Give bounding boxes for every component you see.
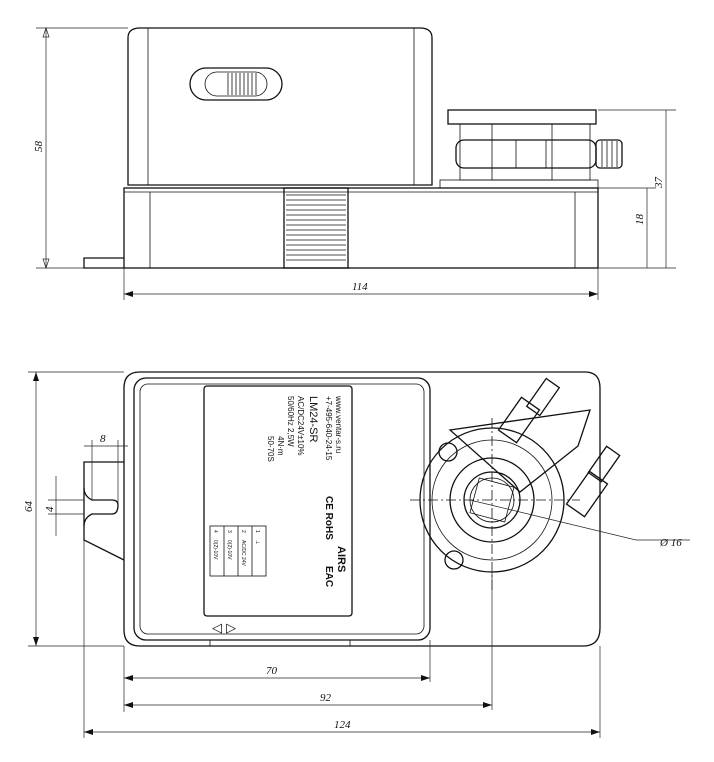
bolt-upper xyxy=(497,377,561,444)
wire-sig-3: 0(2)-10V xyxy=(226,540,232,560)
dim-70: 70 xyxy=(266,665,278,677)
label-cert: CE RoHS xyxy=(323,496,334,540)
dim-18: 18 xyxy=(634,214,646,226)
top-view-dimensions xyxy=(28,371,601,738)
dim-diameter-16: Ø 16 xyxy=(659,537,682,549)
gear xyxy=(283,187,349,269)
hole-lower xyxy=(444,550,464,570)
label-brand: AIRS xyxy=(335,546,347,572)
label-time: 50-70S xyxy=(266,436,275,462)
housing-base xyxy=(123,187,599,269)
wire-sig-2: AC/DC 24V xyxy=(240,540,246,567)
clamp-bolt xyxy=(455,139,597,169)
dim-114: 114 xyxy=(352,281,368,293)
manual-release-switch xyxy=(189,67,283,101)
slot xyxy=(83,487,119,527)
dim-92: 92 xyxy=(320,692,332,704)
dim-8: 8 xyxy=(100,433,106,445)
label-model: LM24-SR xyxy=(307,396,319,443)
dim-37: 37 xyxy=(653,177,665,190)
housing-top xyxy=(127,27,433,186)
dim-124: 124 xyxy=(334,719,351,731)
dim-64: 64 xyxy=(23,501,35,513)
label-eac: EAC xyxy=(323,566,334,587)
motor-cover xyxy=(133,377,431,641)
hole-upper xyxy=(438,442,458,462)
bolt-lower xyxy=(565,445,621,518)
clamp-wedge xyxy=(448,409,591,493)
wire-sig-1: ⊥ xyxy=(254,540,260,544)
label-torque: 4N·m xyxy=(276,436,285,456)
mounting-tab-top xyxy=(83,461,125,561)
wire-term-3: 3 xyxy=(226,530,232,533)
label-plate xyxy=(203,385,353,617)
wire-term-4: 4 xyxy=(212,530,218,533)
mounting-tab xyxy=(83,257,124,269)
dim-4: 4 xyxy=(44,506,56,512)
label-text-group: www.ventar-s.ru +7-495-640-24-15 LM24-SR… xyxy=(209,395,347,587)
side-view xyxy=(36,26,676,300)
direction-arrows: ◁ ▷ xyxy=(212,621,236,636)
wire-sig-4: 0(2)-10V xyxy=(212,540,218,560)
wire-term-2: 2 xyxy=(240,530,246,533)
label-website: www.ventar-s.ru xyxy=(334,395,343,453)
label-voltage: AC/DC24V±10% xyxy=(296,396,305,456)
wire-term-1: 1 xyxy=(254,530,260,533)
housing-outline xyxy=(123,371,601,647)
label-phone: +7-495-640-24-15 xyxy=(324,396,333,461)
label-freq: 50/60Hz 2,5W xyxy=(286,396,295,447)
top-view xyxy=(83,371,690,647)
dim-58: 58 xyxy=(33,141,45,153)
clamp-top xyxy=(447,109,597,125)
